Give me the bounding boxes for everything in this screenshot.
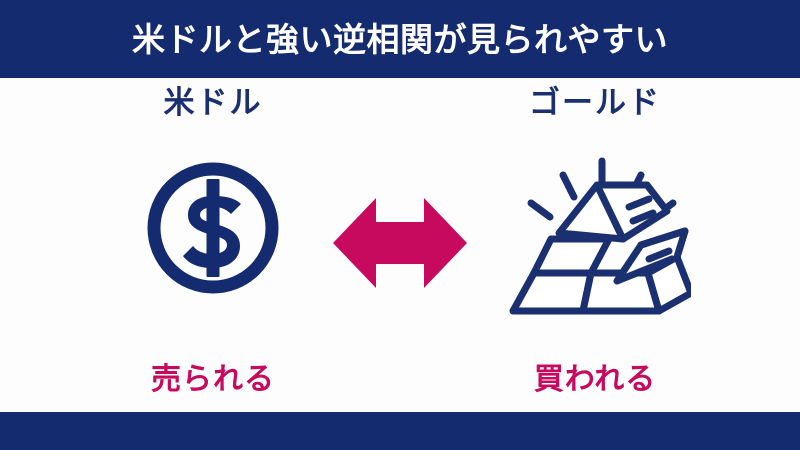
left-column-us-dollar: 米ドル 売られる	[63, 82, 363, 412]
right-column-caption: 買われる	[533, 362, 657, 397]
header-bar: 米ドルと強い逆相関が見られやすい	[0, 0, 800, 78]
footer-bar	[0, 412, 800, 450]
right-column-label: ゴールド	[529, 85, 661, 121]
left-column-label: 米ドル	[163, 85, 263, 121]
right-icon-area	[445, 120, 745, 363]
page-title: 米ドルと強い逆相関が見られやすい	[132, 19, 668, 59]
left-column-caption: 売られる	[151, 362, 275, 397]
gold-bars-icon	[499, 153, 695, 330]
dollar-coin-icon	[142, 157, 284, 304]
center-arrow-area	[330, 192, 470, 294]
right-column-gold: ゴールド	[445, 82, 745, 412]
left-icon-area	[63, 120, 363, 363]
double-headed-arrow-icon	[330, 198, 470, 298]
